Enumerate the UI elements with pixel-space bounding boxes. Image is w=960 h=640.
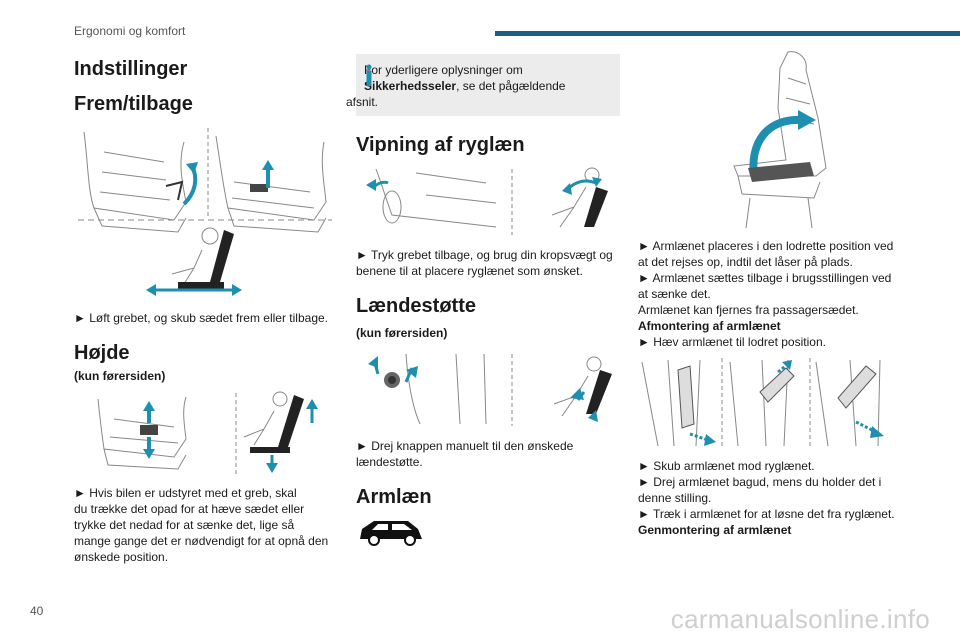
seat-height-illustration bbox=[97, 391, 318, 475]
section-title: Indstillinger bbox=[74, 58, 188, 80]
info-box: For yderligere oplysninger om Sikkerheds… bbox=[346, 54, 620, 116]
page-number: 40 bbox=[30, 604, 44, 618]
height-subheading: (kun førersiden) bbox=[74, 369, 166, 383]
column-left: Indstillinger Frem/tilbage bbox=[74, 48, 336, 565]
info-line-1: For yderligere oplysninger om bbox=[364, 63, 523, 77]
info-bold-term: Sikkerhedsseler bbox=[364, 79, 457, 93]
instruction-forward-back: ► Løft grebet, og skub sædet frem eller … bbox=[74, 311, 328, 325]
heading-refit-armrest: Genmontering af armlænet bbox=[638, 523, 792, 537]
heading-recline: Vipning af ryglæn bbox=[356, 134, 525, 156]
vehicle-icon bbox=[360, 521, 422, 546]
instruction-height: ► Hvis bilen er udstyret med et greb, sk… bbox=[74, 486, 329, 564]
heading-remove-armrest: Afmontering af armlænet bbox=[638, 319, 781, 333]
info-line-2: Sikkerhedsseler, se det pågældende bbox=[364, 79, 566, 93]
info-icon bbox=[366, 64, 372, 86]
instruction-lumbar: ► Drej knappen manuelt til den ønskede l… bbox=[356, 439, 574, 469]
column-right: ► Armlænet placeres i den lodrette posit… bbox=[638, 48, 906, 538]
instruction-remove-armrest: ► Hæv armlænet til lodret position. bbox=[638, 335, 826, 349]
armrest-removal-illustration bbox=[641, 358, 884, 448]
info-line-3: afsnit. bbox=[346, 95, 379, 109]
instruction-recline: ► Tryk grebet tilbage, og brug din krops… bbox=[356, 248, 613, 278]
lumbar-support-illustration bbox=[368, 353, 612, 426]
column-middle: For yderligere oplysninger om Sikkerheds… bbox=[346, 48, 620, 547]
heading-forward-back: Frem/tilbage bbox=[74, 93, 193, 115]
watermark: carmanualsonline.info bbox=[670, 604, 930, 634]
heading-height: Højde bbox=[74, 342, 130, 364]
seat-forward-back-illustration bbox=[78, 128, 332, 296]
heading-armrest: Armlæn bbox=[356, 486, 432, 508]
armrest-position-illustration bbox=[733, 51, 827, 229]
instruction-remove-steps: ► Skub armlænet mod ryglænet. ► Drej arm… bbox=[638, 459, 895, 521]
header-accent-bar bbox=[495, 31, 960, 36]
lumbar-subheading: (kun førersiden) bbox=[356, 326, 448, 340]
heading-lumbar: Lændestøtte bbox=[356, 295, 476, 317]
seat-recline-illustration bbox=[366, 167, 608, 235]
instruction-armrest: ► Armlænet placeres i den lodrette posit… bbox=[638, 239, 894, 317]
running-header: Ergonomi og komfort bbox=[74, 24, 186, 38]
